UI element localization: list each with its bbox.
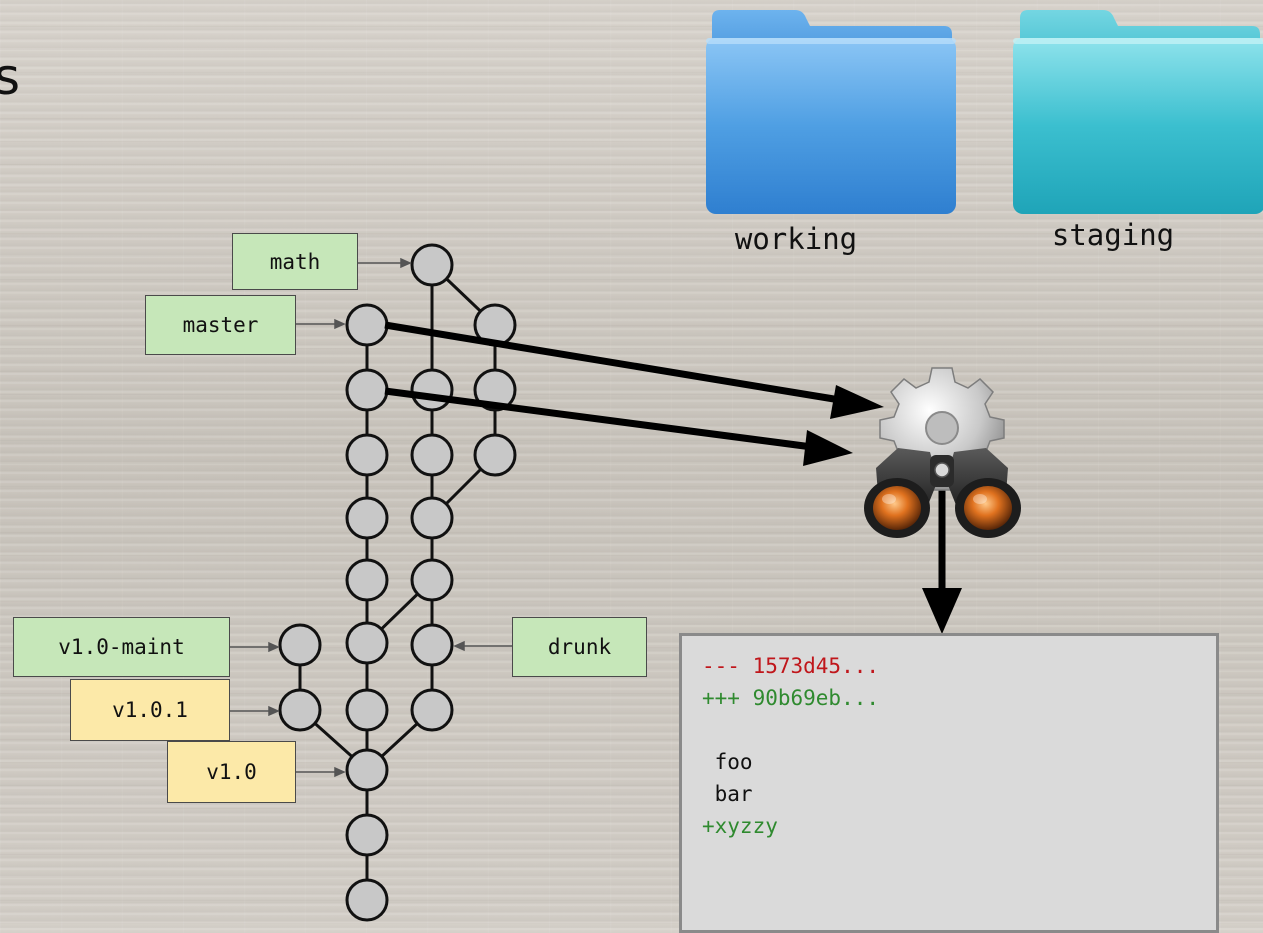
ref-label-v1-0-maint[interactable]: v1.0-maint (13, 617, 230, 677)
commit-node (345, 813, 389, 857)
commit-node (345, 368, 389, 412)
staging-folder-icon[interactable] (1013, 10, 1263, 214)
commit-node (410, 558, 454, 602)
commit-node (410, 368, 454, 412)
commit-node (345, 303, 389, 347)
ref-label-master[interactable]: master (145, 295, 296, 355)
working-folder-icon[interactable] (706, 10, 956, 214)
commit-node (410, 688, 454, 732)
commit-node (345, 558, 389, 602)
commit-node (278, 623, 322, 667)
commit-node (345, 688, 389, 732)
commit-node (473, 433, 517, 477)
commit-nodes (278, 243, 517, 922)
diff-line-context: foo (702, 750, 753, 774)
working-folder-label: working (734, 222, 858, 256)
commit-node (410, 496, 454, 540)
commit-node (345, 433, 389, 477)
diff-line-added: +xyzzy (702, 814, 778, 838)
diff-line-old-header: --- 1573d45... (702, 654, 880, 678)
commit-node (345, 496, 389, 540)
ref-label-drunk[interactable]: drunk (512, 617, 647, 677)
commit-node (410, 623, 454, 667)
binoculars-gear-icon (864, 367, 1021, 538)
commit-node (278, 688, 322, 732)
commit-node (410, 243, 454, 287)
ref-pointer-arrows (230, 257, 512, 778)
diff-output-panel: --- 1573d45... +++ 90b69eb... foo bar +x… (679, 633, 1219, 933)
staging-folder-label: staging (1051, 218, 1175, 252)
commit-node (473, 368, 517, 412)
commit-node (410, 433, 454, 477)
commit-node (345, 748, 389, 792)
commit-graph-edges (298, 263, 497, 900)
heading-fragment: s (0, 48, 21, 106)
ref-label-math[interactable]: math (232, 233, 358, 290)
ref-label-v1-0-1[interactable]: v1.0.1 (70, 679, 230, 741)
commit-node (345, 621, 389, 665)
ref-label-v1-0[interactable]: v1.0 (167, 741, 296, 803)
diff-line-context: bar (702, 782, 753, 806)
diff-input-arrows (384, 321, 962, 634)
commit-node (345, 878, 389, 922)
diff-line-blank (702, 714, 1196, 746)
diff-line-new-header: +++ 90b69eb... (702, 686, 880, 710)
